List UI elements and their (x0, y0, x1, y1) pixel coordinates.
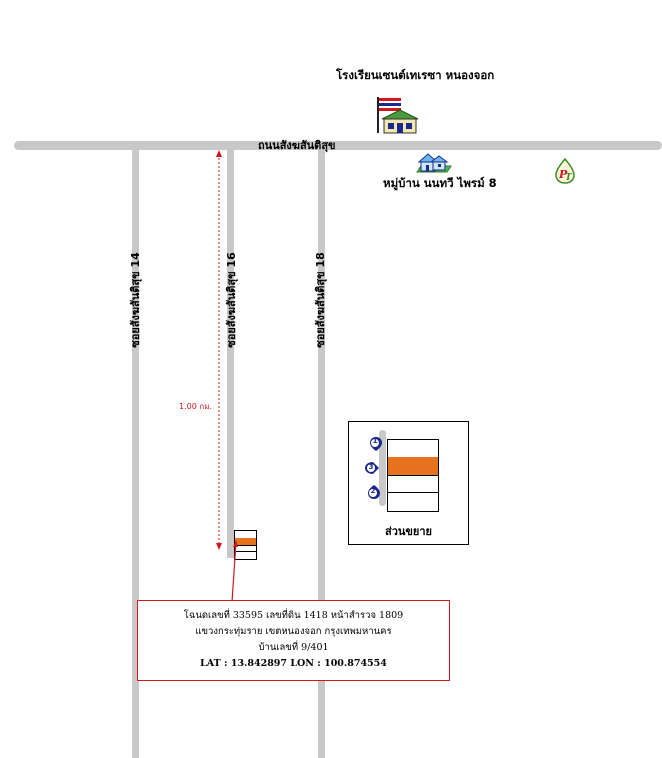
pt-gas-station-icon: P T (553, 157, 577, 184)
house-icon (413, 150, 453, 176)
inset-title: ส่วนขยาย (385, 525, 432, 538)
property-plot-marker (234, 530, 257, 560)
marker-2: 2 (367, 484, 381, 500)
marker-3: 3 (364, 460, 380, 476)
school-flag-icon (372, 95, 422, 135)
svg-text:P: P (558, 168, 568, 181)
distance-label: 1.00 กม. (179, 402, 213, 411)
inset-road (379, 430, 386, 506)
address-line: แขวงกระทุ่มราย เขตหนองจอก กรุงเทพมหานคร (195, 626, 392, 637)
village-label: หมู่บ้าน นนทวี ไพรม์ 8 (383, 176, 497, 190)
main-road (14, 141, 662, 150)
property-info-box: โฉนดเลขที่ 33595 เลขที่ดิน 1418 หน้าสำรว… (137, 600, 450, 681)
coordinates-line: LAT : 13.842897 LON : 100.874554 (200, 658, 387, 669)
deed-line: โฉนดเลขที่ 33595 เลขที่ดิน 1418 หน้าสำรว… (183, 610, 404, 621)
marker-1: 1 (369, 436, 383, 452)
distance-dimension-line (212, 150, 226, 550)
svg-text:T: T (565, 173, 573, 183)
soi-16-road (227, 150, 234, 558)
soi-14-road (132, 150, 139, 758)
soi-18-road (318, 150, 325, 758)
inset-frame: 1 3 2 ส่วนขยาย (348, 421, 469, 545)
inset-plot (387, 439, 439, 512)
house-number-line: บ้านเลขที่ 9/401 (258, 642, 329, 653)
soi-18-label: ซอยสังฆสันติสุข 18 (314, 252, 327, 348)
pointer-line (228, 540, 240, 603)
school-label: โรงเรียนเซนต์เทเรซา หนองจอก (336, 68, 495, 82)
soi-14-label: ซอยสังฆสันติสุข 14 (129, 252, 142, 348)
main-road-label: ถนนสังฆสันติสุข (258, 139, 336, 152)
